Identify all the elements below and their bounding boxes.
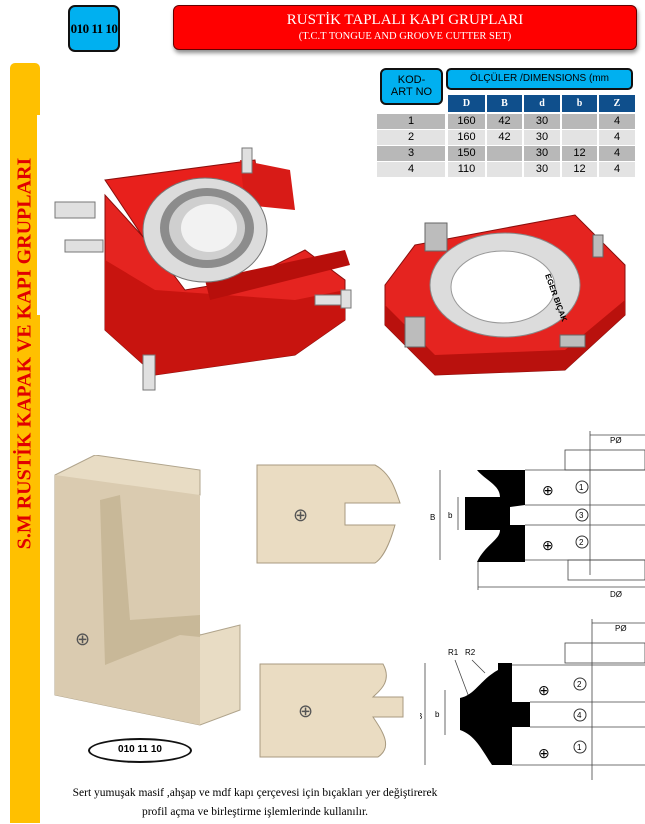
title-banner: RUSTİK TAPLALI KAPI GRUPLARI (T.C.T TONG… — [173, 5, 637, 50]
dimensions-header: ÖLÇÜLER /DIMENSIONS (mm — [446, 68, 633, 90]
cell-d: 30 — [524, 146, 560, 161]
page-title: RUSTİK TAPLALI KAPI GRUPLARI — [286, 12, 524, 28]
bore-dia-label: PØ — [610, 436, 622, 445]
b-height-label: B — [430, 513, 435, 522]
knife-number: 4 — [577, 711, 582, 720]
cell-Z: 4 — [599, 162, 635, 177]
brand-logo-icon: ⊕ — [538, 682, 550, 698]
cell-D: 150 — [448, 146, 485, 161]
cell-B: 42 — [487, 114, 522, 129]
cutter-image-small: EGER BIÇAK — [384, 214, 626, 376]
technical-diagram-2: ⊕ ⊕ 2 4 1 PØ B b R1 R2 — [420, 619, 645, 780]
knife-number: 2 — [577, 680, 582, 689]
carbide-tips — [54, 147, 352, 391]
cell-B — [487, 146, 522, 161]
brand-logo-icon: ⊕ — [75, 629, 90, 649]
cell-Z: 4 — [599, 114, 635, 129]
outer-dia-label: DØ — [610, 590, 622, 599]
b-width-label: b — [435, 710, 440, 719]
knife-number: 2 — [579, 538, 584, 547]
row-number: 3 — [377, 146, 445, 161]
cell-b: 12 — [562, 146, 597, 161]
cutter-image-large — [54, 147, 352, 391]
cell-b: 12 — [562, 162, 597, 177]
column-header-Z: Z — [599, 95, 635, 112]
column-header-d: d — [524, 95, 560, 112]
side-band-gap — [37, 115, 43, 315]
side-title: S.M RUSTİK KAPAK VE KAPI GRUPLARI — [10, 63, 40, 643]
r2-label: R2 — [465, 648, 476, 657]
profile-sample-1: ⊕ — [256, 464, 401, 564]
cell-Z: 4 — [599, 146, 635, 161]
description: Sert yumuşak masif ,ahşap ve mdf kapı çe… — [30, 784, 480, 822]
brand-logo-icon: ⊕ — [293, 505, 308, 525]
door-frame-corner-image: ⊕ — [54, 455, 241, 726]
cell-D: 110 — [448, 162, 485, 177]
product-code-badge: 010 11 10 — [68, 5, 120, 52]
technical-diagram-1: ⊕ ⊕ 1 3 2 PØ DØ B b — [430, 431, 645, 599]
knife-number: 1 — [577, 743, 582, 752]
product-code-oval: 010 11 10 — [88, 738, 192, 763]
column-header-D: D — [448, 95, 485, 112]
knife-number: 3 — [579, 511, 584, 520]
cell-b — [562, 114, 597, 129]
row-number: 1 — [377, 114, 445, 129]
column-header-B: B — [487, 95, 522, 112]
side-title-text: S.M RUSTİK KAPAK VE KAPI GRUPLARI — [13, 157, 36, 549]
brand-logo-icon: ⊕ — [542, 537, 554, 553]
kod-art-header: KOD-ART NO — [380, 68, 443, 105]
cell-B: 42 — [487, 130, 522, 145]
cell-B — [487, 162, 522, 177]
cell-Z: 4 — [599, 130, 635, 145]
product-code: 010 11 10 — [70, 20, 118, 36]
cell-d: 30 — [524, 130, 560, 145]
description-line-2: profil açma ve birleştirme işlemlerinde … — [141, 806, 369, 818]
r1-label: R1 — [448, 648, 459, 657]
row-number: 2 — [377, 130, 445, 145]
side-band — [10, 63, 40, 823]
row-number: 4 — [377, 162, 445, 177]
brand-logo-icon: ⊕ — [538, 745, 550, 761]
kod-label: KOD- — [397, 74, 426, 86]
art-no-label: ART NO — [390, 86, 433, 98]
column-header-b: b — [562, 95, 597, 112]
brand-logo-icon: ⊕ — [542, 482, 554, 498]
cutter-hub — [142, 177, 268, 283]
b-width-label: b — [448, 511, 453, 520]
bore-dia-label: PØ — [615, 624, 627, 633]
cell-D: 160 — [448, 114, 485, 129]
b-height-label: B — [420, 712, 422, 721]
cell-D: 160 — [448, 130, 485, 145]
profile-sample-2: ⊕ — [259, 663, 404, 758]
cell-d: 30 — [524, 162, 560, 177]
knife-number: 1 — [579, 483, 584, 492]
cell-b — [562, 130, 597, 145]
page-subtitle: (T.C.T TONGUE AND GROOVE CUTTER SET) — [298, 31, 512, 42]
description-line-1: Sert yumuşak masif ,ahşap ve mdf kapı çe… — [72, 787, 438, 799]
brand-logo-icon: ⊕ — [298, 701, 313, 721]
cell-d: 30 — [524, 114, 560, 129]
